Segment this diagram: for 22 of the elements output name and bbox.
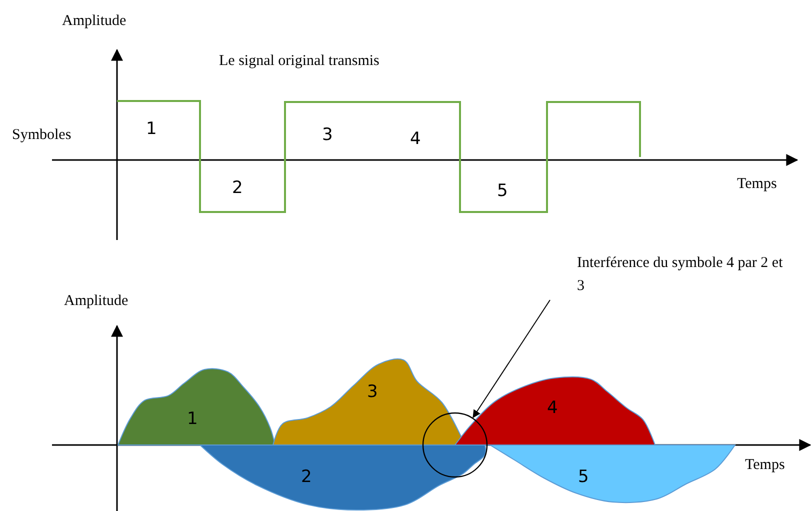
symbol-number: 5 — [497, 183, 508, 200]
symbol-pulse — [455, 378, 655, 445]
symbol-number: 1 — [187, 411, 198, 428]
axis-label: Amplitude — [64, 294, 128, 309]
symbol-number: 4 — [410, 131, 421, 148]
leader-arrow — [472, 300, 550, 418]
chart-title: Le signal original transmis — [219, 54, 380, 69]
symbol-number: 3 — [322, 127, 333, 144]
symbol-number: 3 — [367, 384, 378, 401]
symbol-number: 2 — [301, 469, 312, 486]
symbol-pulse — [490, 445, 735, 505]
symbol-number: 2 — [232, 180, 243, 197]
axis-label: Amplitude — [62, 14, 126, 29]
highlight-circle — [422, 412, 488, 478]
symbol-pulse — [200, 445, 485, 510]
axis-label: Temps — [737, 177, 777, 192]
symbol-pulse — [118, 368, 275, 445]
callout-text: Interférence du symbole 4 par 2 et 3 — [577, 254, 784, 296]
symbol-number: 1 — [146, 121, 157, 138]
symbol-number: 5 — [578, 469, 589, 486]
symbol-number: 4 — [547, 400, 558, 417]
axis-label: Symboles — [12, 128, 72, 143]
